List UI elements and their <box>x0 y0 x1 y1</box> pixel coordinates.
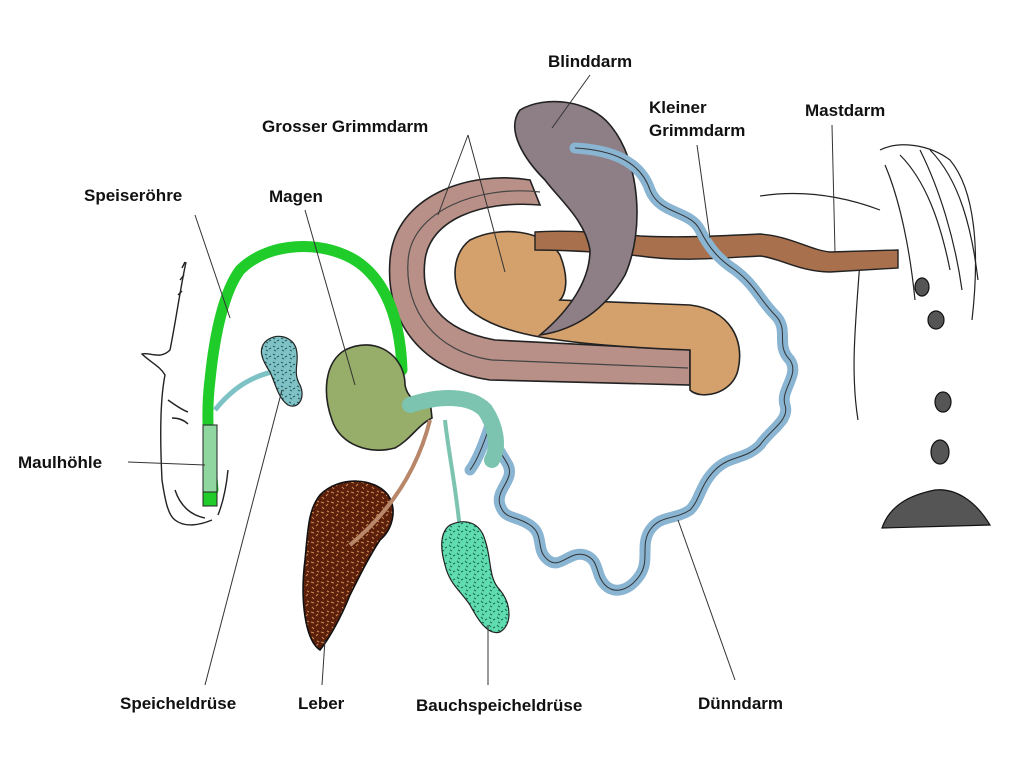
label-duenndarm: Dünndarm <box>698 694 783 713</box>
liver-shape <box>302 480 394 652</box>
label-maulhoehle: Maulhöhle <box>18 453 103 472</box>
esophagus-shape <box>202 241 408 496</box>
stomach-shape <box>325 344 433 451</box>
horse-head-drawing <box>140 261 229 526</box>
small-intestine-outline <box>469 147 794 591</box>
label-mastdarm: Mastdarm <box>805 101 886 120</box>
horse-hindquarters-drawing <box>759 144 979 421</box>
label-speicheldruese: Speicheldrüse <box>120 694 237 713</box>
label-speiseroehre: Speiseröhre <box>84 186 183 205</box>
label-grosser-grimmdarm: Grosser Grimmdarm <box>262 117 429 136</box>
bile-duct-shape <box>348 419 432 547</box>
label-leber: Leber <box>298 694 345 713</box>
label-kleiner-grimmdarm-line1: Kleiner <box>649 98 707 117</box>
cecum-shape <box>514 100 638 337</box>
mouth-cavity-shape <box>202 424 218 496</box>
label-magen: Magen <box>269 187 323 206</box>
pancreatic-duct-shape <box>443 419 462 531</box>
duodenum-shape <box>402 390 504 468</box>
salivary-gland-shape <box>260 335 303 407</box>
colon-loop-shape <box>454 230 741 396</box>
mouth-opening-shape <box>202 491 218 507</box>
label-blinddarm: Blinddarm <box>548 52 633 71</box>
feces-drawing <box>881 277 992 529</box>
pancreas-shape <box>441 521 510 634</box>
label-kleiner-grimmdarm-line2: Grimmdarm <box>649 121 746 140</box>
salivary-duct-shape <box>213 367 281 412</box>
label-bauchspeicheldruese: Bauchspeicheldrüse <box>416 696 583 715</box>
leader-lines <box>127 74 836 686</box>
